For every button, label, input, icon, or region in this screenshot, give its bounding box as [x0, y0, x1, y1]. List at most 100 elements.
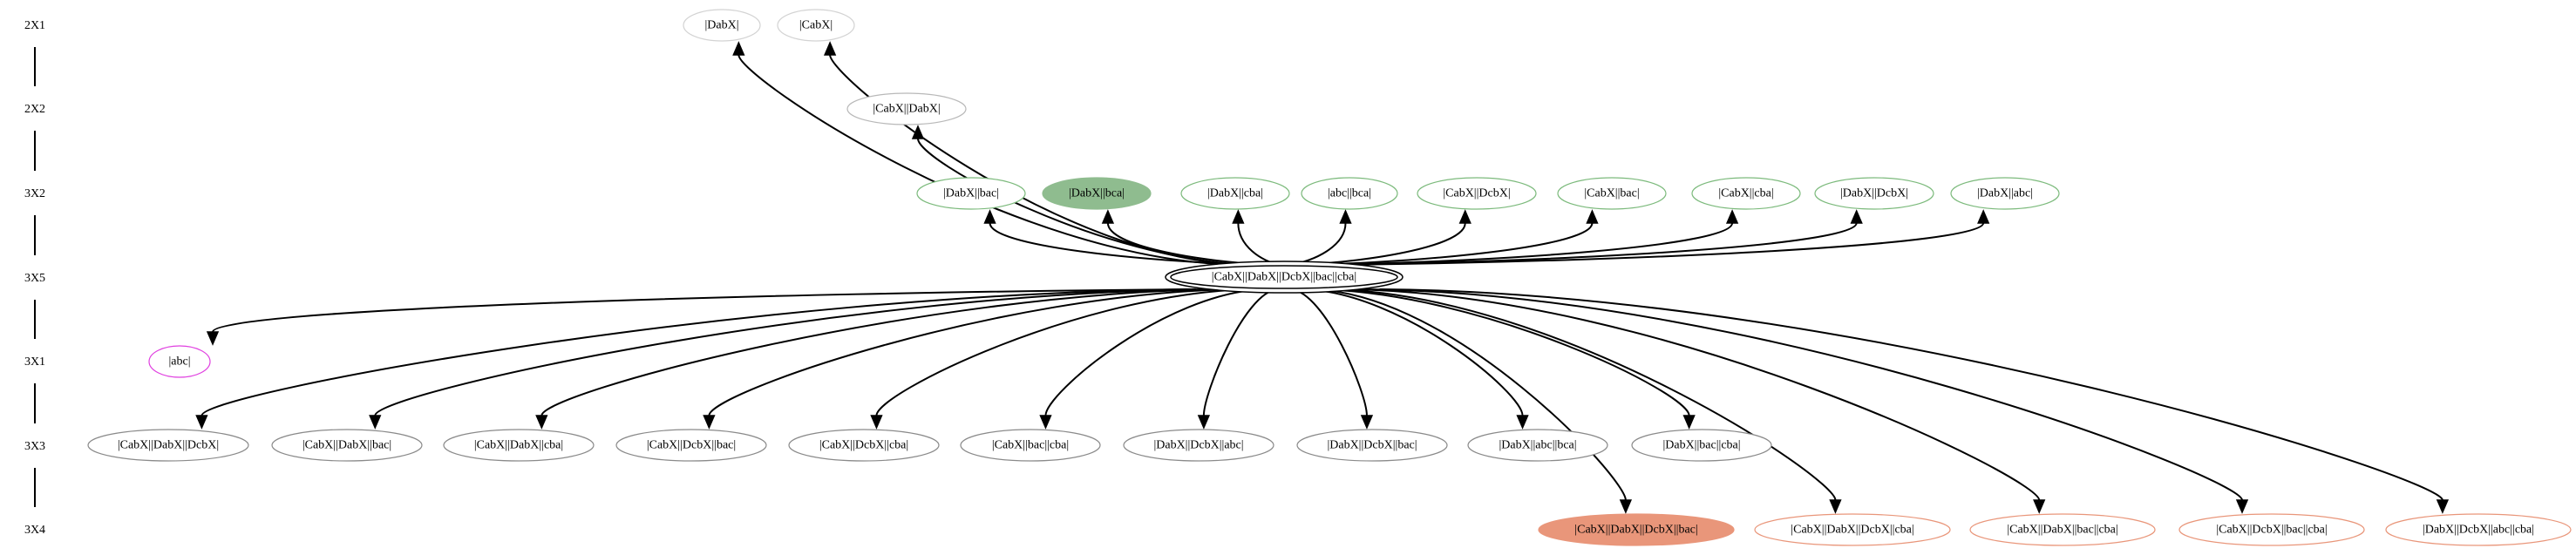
node-n3x3a[interactable]: |CabX||DabX||DcbX| [87, 429, 249, 462]
edges [195, 41, 2450, 514]
arrowhead-n3x2h [1850, 209, 1863, 224]
node-label: |CabX||DcbX||bac||cba| [2216, 524, 2327, 537]
node-n3x4e[interactable]: |DabX||DcbX||abc||cba| [2385, 513, 2572, 546]
edge-n3x2d [1288, 222, 1347, 266]
node-n3x3f[interactable]: |CabX||bac||cba| [960, 429, 1101, 462]
node-n3x3i[interactable]: |DabX||abc||bca| [1467, 429, 1608, 462]
node-n3x2i[interactable]: |DabX||abc| [1950, 177, 2060, 210]
node-n3x2d[interactable]: |abc||bca| [1301, 177, 1398, 210]
edge-n3x3b [374, 288, 1210, 416]
node-label: |DabX||DcbX||abc||cba| [2423, 524, 2534, 537]
node-label: |CabX||bac||cba| [992, 439, 1069, 452]
level-label-3x5: 3X5 [24, 272, 45, 285]
arrowhead-n3x2b [1101, 209, 1115, 224]
edge-n3x3d [708, 288, 1237, 416]
node-n3x2h[interactable]: |DabX||DcbX| [1814, 177, 1934, 210]
node-n3x2e[interactable]: |CabX||DcbX| [1417, 177, 1537, 210]
edge-n3x3h [1290, 288, 1368, 416]
edge-n3x2e [1299, 222, 1466, 266]
node-n3x2a[interactable]: |DabX||bac| [916, 177, 1026, 210]
arrowhead-n3x4c [2033, 499, 2046, 514]
arrowhead-n3x4b [1829, 499, 1842, 514]
arrowhead-n2x1a [732, 41, 745, 56]
node-label: |DabX||bac||cba| [1662, 439, 1740, 452]
arrowhead-n3x2a [983, 209, 996, 224]
edge-n3x4a [1312, 288, 1627, 501]
node-label: |abc||bca| [1328, 187, 1371, 200]
arrowhead-n3x3j [1682, 415, 1696, 430]
center-node[interactable]: |CabX||DabX||DcbX||bac||cba| [1165, 261, 1404, 294]
edge-n3x4e [1379, 288, 2443, 501]
edge-n3x4c [1346, 288, 2041, 501]
arrowhead-n3x3h [1360, 415, 1374, 430]
node-n3x3j[interactable]: |DabX||bac||cba| [1631, 429, 1772, 462]
node-n3x4c[interactable]: |CabX||DabX||bac||cba| [1969, 513, 2156, 546]
node-label: |DabX||abc| [1977, 187, 2033, 200]
edge-n3x4b [1329, 288, 1837, 501]
node-n3x2c[interactable]: |DabX||cba| [1180, 177, 1290, 210]
node-n3x4a[interactable]: |CabX||DabX||DcbX||bac| [1538, 513, 1735, 546]
node-label: |CabX||DcbX| [1443, 187, 1510, 200]
arrowhead-n3x3b [369, 415, 382, 430]
arrowhead-n3x3f [1039, 415, 1052, 430]
arrowhead-n3x2d [1339, 209, 1352, 224]
arrowhead-n3x3a [195, 415, 208, 430]
arrowhead-n3x2i [1977, 209, 1990, 224]
edge-n3x3i [1304, 288, 1524, 416]
node-n3x4d[interactable]: |CabX||DcbX||bac||cba| [2178, 513, 2365, 546]
arrowhead-n2x2a [911, 125, 925, 139]
node-n3x2g[interactable]: |CabX||cba| [1691, 177, 1801, 210]
level-axis: 2X1 2X2 3X2 3X5 3X1 3X3 3X4 [24, 19, 45, 537]
level-label-2x1: 2X1 [24, 19, 45, 32]
node-n3x1a[interactable]: |abc| [148, 345, 211, 378]
node-label: |CabX||DabX||bac||cba| [2007, 524, 2117, 537]
level-label-2x2: 2X2 [24, 103, 45, 116]
node-n3x3g[interactable]: |DabX||DcbX||abc| [1123, 429, 1274, 462]
node-n2x1a[interactable]: |DabX| [683, 9, 761, 42]
edge-n3x1a [212, 288, 1196, 333]
node-n3x3c[interactable]: |CabX||DabX||cba| [443, 429, 595, 462]
node-n3x3b[interactable]: |CabX||DabX||bac| [271, 429, 423, 462]
edge-n2x1b [829, 54, 1247, 266]
arrowhead-n3x4d [2235, 499, 2249, 514]
edge-n2x2a [916, 138, 1254, 266]
edge-n3x2c [1237, 222, 1281, 266]
node-label: |CabX||DcbX||bac| [647, 439, 736, 452]
edge-n3x2i [1342, 222, 1985, 266]
node-label: |CabX||DabX||cba| [474, 439, 563, 452]
arrowhead-n3x2c [1232, 209, 1245, 224]
edge-n3x3g [1202, 288, 1278, 416]
edge-n3x3c [540, 288, 1223, 416]
arrowhead-n2x1b [823, 41, 837, 56]
node-n3x3e[interactable]: |CabX||DcbX||cba| [788, 429, 940, 462]
node-n2x1b[interactable]: |CabX| [777, 9, 855, 42]
node-label: |CabX||cba| [1718, 187, 1773, 200]
node-n3x3h[interactable]: |DabX||DcbX||bac| [1296, 429, 1448, 462]
node-label: |CabX||bac| [1584, 187, 1639, 200]
node-label: |CabX||DcbX||cba| [819, 439, 908, 452]
node-label: |CabX||DabX| [873, 103, 940, 116]
node-label: |DabX||cba| [1207, 187, 1263, 200]
node-label: |DabX| [704, 19, 738, 32]
node-label: |DabX||DcbX| [1840, 187, 1908, 200]
arrowhead-n3x3i [1516, 415, 1529, 430]
level-label-3x2: 3X2 [24, 187, 45, 200]
edge-n3x4d [1363, 288, 2244, 501]
level-label-3x3: 3X3 [24, 440, 45, 453]
node-n3x3d[interactable]: |CabX||DcbX||bac| [615, 429, 767, 462]
center-node-label: |CabX||DabX||DcbX||bac||cba| [1212, 271, 1356, 284]
arrowhead-n3x1a [206, 331, 220, 346]
edge-n3x2g [1321, 222, 1734, 266]
edge-n2x1a [737, 54, 1240, 266]
edge-n3x2f [1310, 222, 1594, 266]
arrowhead-n3x2g [1725, 209, 1739, 224]
node-label: |DabX||bca| [1069, 187, 1125, 200]
arrowhead-n3x2e [1458, 209, 1472, 224]
node-n3x4b[interactable]: |CabX||DabX||DcbX||cba| [1754, 513, 1951, 546]
node-n3x2f[interactable]: |CabX||bac| [1557, 177, 1667, 210]
node-n2x2a[interactable]: |CabX||DabX| [846, 92, 967, 125]
node-n3x2b[interactable]: |DabX||bca| [1042, 177, 1152, 210]
node-label: |CabX||DabX||DcbX||cba| [1791, 524, 1913, 537]
node-label: |abc| [168, 355, 190, 369]
